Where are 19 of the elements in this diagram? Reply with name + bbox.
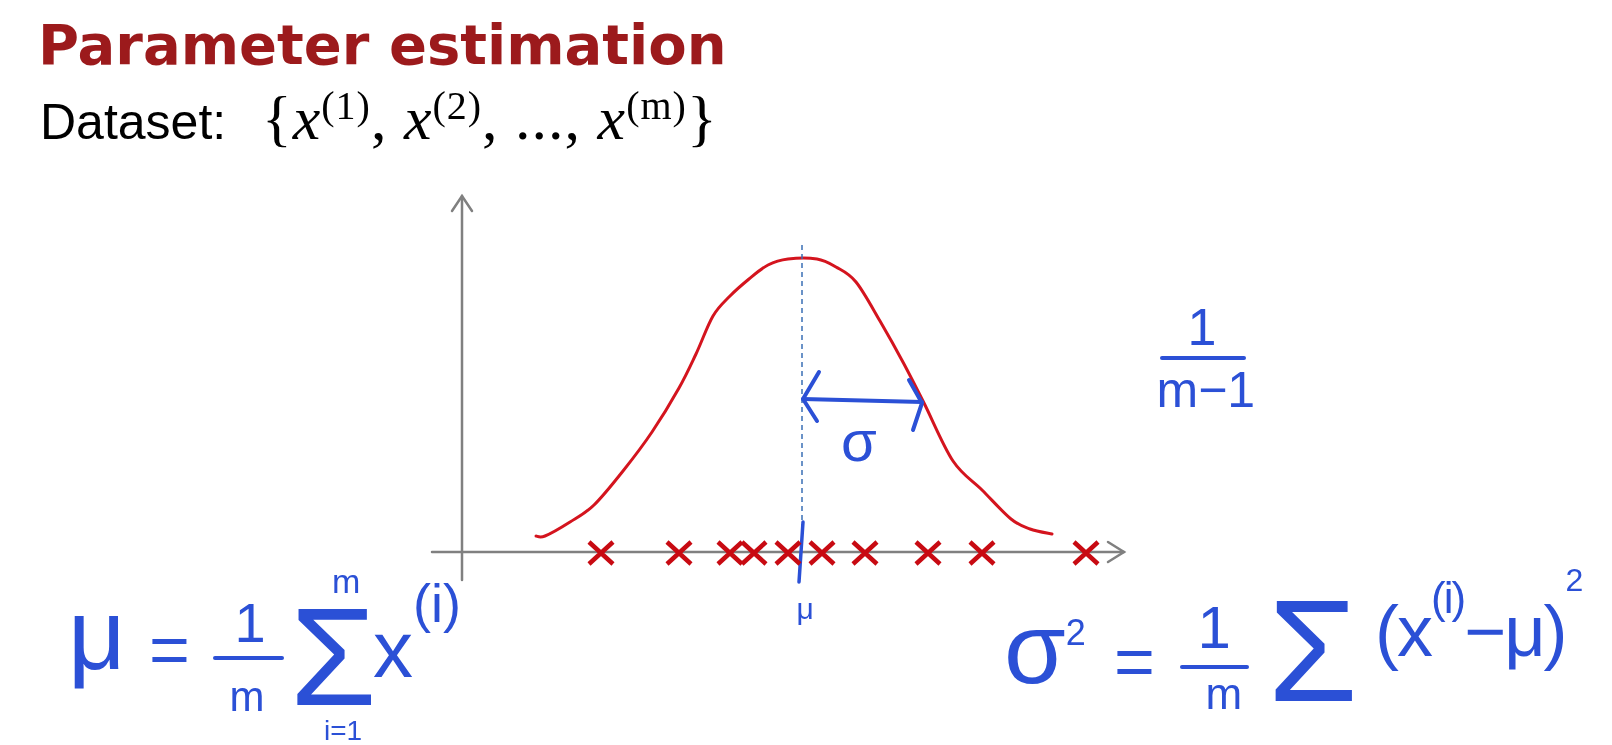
summation-upper-limit: m (332, 564, 361, 598)
fraction-numerator: 1 (234, 595, 266, 651)
summand: x$^{(i)}$ (373, 572, 461, 690)
fraction-numerator: 1 (1187, 301, 1217, 353)
slide-title: Parameter estimation (38, 14, 727, 76)
summation-sign: Σ (1268, 590, 1358, 714)
set-notation: {x$^{(1)}$, x$^{(2)}$, ..., x$^{(m)}$} (262, 82, 718, 154)
mean-symbol: μ (68, 577, 126, 692)
fraction-denominator: m (229, 676, 265, 718)
fraction-denominator: m (1205, 672, 1243, 716)
fraction-denominator: m−1 (1156, 365, 1256, 415)
equals-sign: = (1114, 627, 1155, 697)
fraction-numerator: 1 (1197, 598, 1231, 658)
sigma-label: σ (841, 412, 877, 470)
dataset-label: Dataset: (40, 94, 227, 152)
summation-lower-limit: i=1 (324, 717, 363, 745)
variance-symbol: σ$^{2}$ (1004, 598, 1086, 698)
mean-label: μ (796, 591, 814, 627)
equals-sign: = (149, 615, 190, 685)
